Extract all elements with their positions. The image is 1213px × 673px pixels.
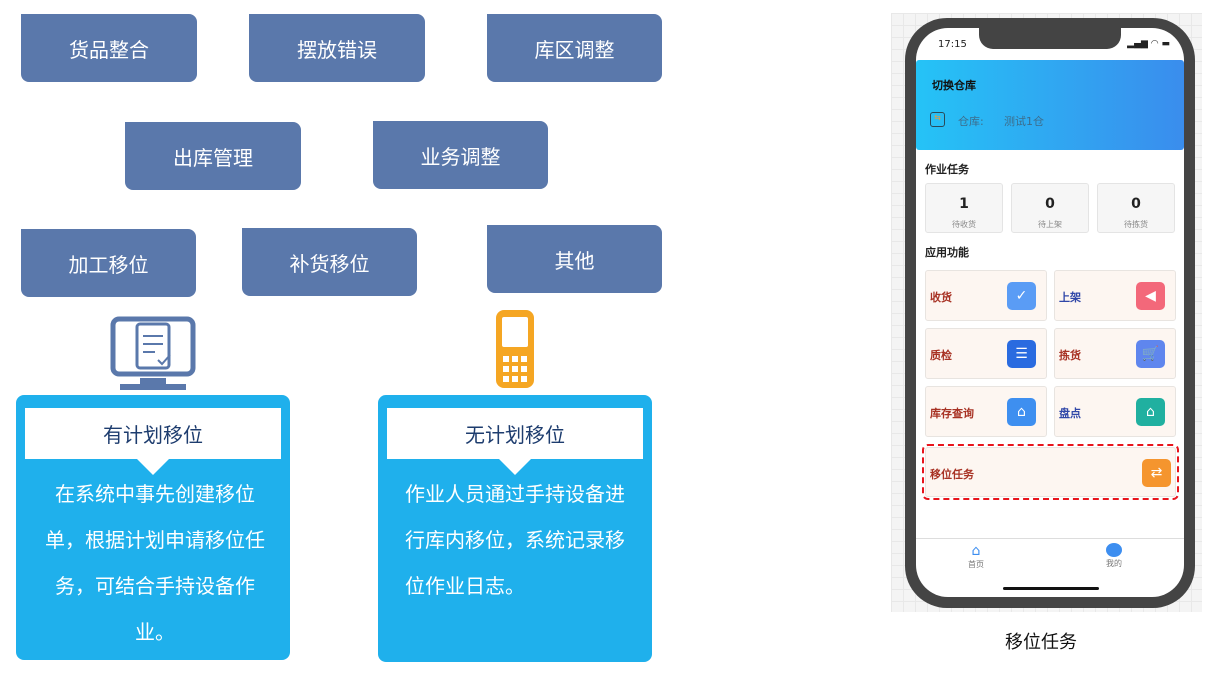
function-label: 质检 xyxy=(930,349,952,362)
function-receive[interactable]: 收货 ✓ xyxy=(925,270,1047,321)
building-icon: ⌂ xyxy=(1136,398,1165,426)
warehouse-icon: ⌂ xyxy=(1007,398,1036,426)
stat-value: 0 xyxy=(1131,196,1141,212)
cart-icon: 🛒 xyxy=(1136,340,1165,368)
function-move-task[interactable]: 移位任务 ⇄ xyxy=(922,444,1179,500)
profile-icon xyxy=(1106,543,1122,557)
tag-replenish-move: 补货移位 xyxy=(242,228,417,296)
tag-business-adjust: 业务调整 xyxy=(373,121,548,189)
clipboard-list-icon: ☰ xyxy=(1007,340,1036,368)
tag-outbound: 出库管理 xyxy=(125,122,301,190)
unplanned-move-title: 无计划移位 xyxy=(387,408,643,475)
function-label: 收货 xyxy=(930,291,952,304)
swap-icon: ⇄ xyxy=(1142,459,1171,487)
unplanned-move-description: 作业人员通过手持设备进行库内移位，系统记录移位作业日志。 xyxy=(405,482,625,598)
function-label: 移位任务 xyxy=(930,468,974,481)
functions-section-title: 应用功能 xyxy=(925,246,969,259)
stat-pending-receive[interactable]: 1 待收货 xyxy=(925,183,1003,233)
computer-icon xyxy=(110,316,196,390)
stat-value: 1 xyxy=(959,196,969,212)
planned-move-title: 有计划移位 xyxy=(25,408,281,475)
home-icon: ⌂ xyxy=(971,543,981,559)
clipboard-check-icon: ✓ xyxy=(1007,282,1036,310)
stat-pending-putaway[interactable]: 0 待上架 xyxy=(1011,183,1089,233)
warehouse-value[interactable]: 测试1仓 xyxy=(1004,115,1044,128)
planned-move-description: 在系统中事先创建移位单，根据计划申请移位任务，可结合手持设备作业。 xyxy=(45,482,265,644)
nav-home[interactable]: ⌂首页 xyxy=(968,543,984,570)
status-time: 17:15 xyxy=(938,39,967,50)
function-inventory-query[interactable]: 库存查询 ⌂ xyxy=(925,386,1047,437)
stat-label: 待拣货 xyxy=(1124,220,1148,229)
function-picking[interactable]: 拣货 🛒 xyxy=(1054,328,1176,379)
tag-placement-error: 摆放错误 xyxy=(249,14,425,82)
nav-mine[interactable]: 我的 xyxy=(1106,543,1122,569)
nav-label: 首页 xyxy=(968,560,984,569)
tasks-section-title: 作业任务 xyxy=(925,163,969,176)
function-label: 上架 xyxy=(1059,291,1081,304)
phone-caption: 移位任务 xyxy=(1005,632,1077,653)
tag-other: 其他 xyxy=(487,225,662,293)
function-label: 库存查询 xyxy=(930,407,974,420)
bottom-nav: ⌂首页 我的 xyxy=(916,538,1184,597)
switch-warehouse-title[interactable]: 切换仓库 xyxy=(932,79,976,92)
handheld-device-icon xyxy=(496,310,534,388)
function-label: 拣货 xyxy=(1059,349,1081,362)
nav-label: 我的 xyxy=(1106,559,1122,568)
stat-pending-pick[interactable]: 0 待拣货 xyxy=(1097,183,1175,233)
function-label: 盘点 xyxy=(1059,407,1081,420)
function-putaway[interactable]: 上架 ◀ xyxy=(1054,270,1176,321)
function-stocktake[interactable]: 盘点 ⌂ xyxy=(1054,386,1176,437)
tag-zone-adjust: 库区调整 xyxy=(487,14,662,82)
planned-move-card: 有计划移位 在系统中事先创建移位单，根据计划申请移位任务，可结合手持设备作业。 xyxy=(16,395,290,660)
reply-arrow-icon: ◀ xyxy=(1136,282,1165,310)
phone-notch xyxy=(979,28,1121,49)
warehouse-label: 仓库: xyxy=(958,115,984,128)
stat-label: 待收货 xyxy=(952,220,976,229)
function-quality-check[interactable]: 质检 ☰ xyxy=(925,328,1047,379)
stat-label: 待上架 xyxy=(1038,220,1062,229)
unplanned-move-card: 无计划移位 作业人员通过手持设备进行库内移位，系统记录移位作业日志。 xyxy=(378,395,652,662)
warehouse-banner: 切换仓库 ⇆ 仓库: 测试1仓 xyxy=(916,60,1184,150)
status-icons: ▂▄▆ ◠ ▬ xyxy=(1127,39,1170,49)
switch-icon[interactable]: ⇆ xyxy=(930,112,945,127)
tag-processing-move: 加工移位 xyxy=(21,229,196,297)
home-indicator xyxy=(1003,587,1099,590)
tag-goods-consolidation: 货品整合 xyxy=(21,14,197,82)
stat-value: 0 xyxy=(1045,196,1055,212)
